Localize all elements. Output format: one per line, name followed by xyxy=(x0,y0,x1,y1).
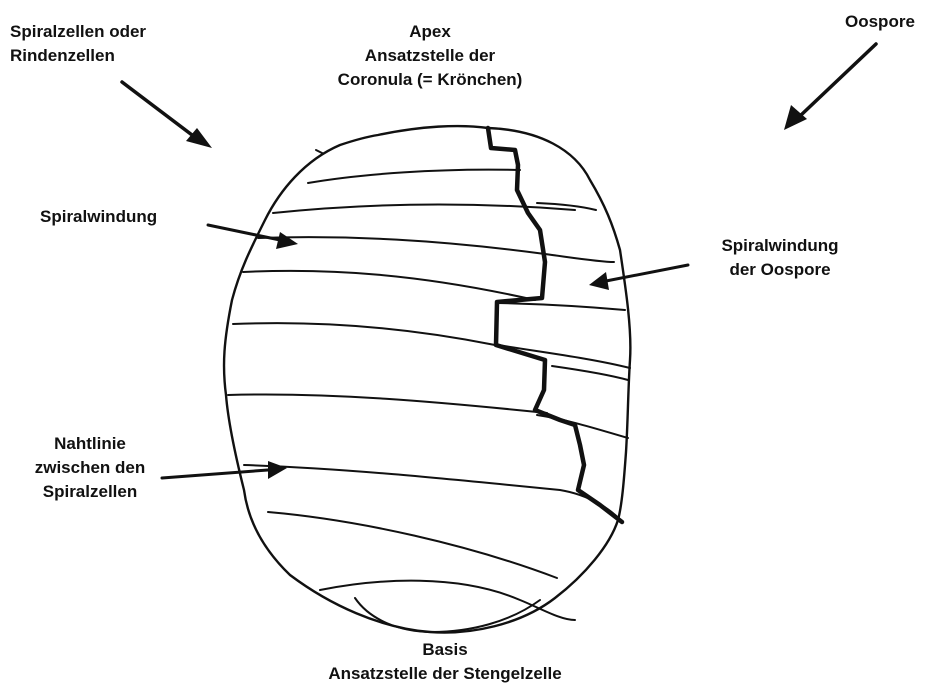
label-spiral-cells: Spiralzellen oder Rindenzellen xyxy=(10,20,146,68)
spiral-line-right-2 xyxy=(498,303,625,310)
basal-lobe xyxy=(355,598,540,632)
arrow-suture-line xyxy=(162,461,287,479)
spiral-line-5 xyxy=(233,323,495,345)
spiral-line-right-4 xyxy=(552,366,628,380)
spiral-line-7 xyxy=(244,465,622,522)
spiral-line-8 xyxy=(268,512,557,578)
spiral-line-right-3 xyxy=(498,345,630,368)
spiral-line-3 xyxy=(258,237,614,262)
apex-tick xyxy=(316,150,322,153)
label-oospore: Oospore xyxy=(845,10,915,34)
spiral-line-6 xyxy=(228,394,547,413)
spiral-line-1 xyxy=(308,170,520,183)
label-spiral-turn: Spiralwindung xyxy=(40,205,157,229)
arrow-spiral-turn-oospore xyxy=(589,265,688,290)
spiral-line-4 xyxy=(243,271,535,300)
label-apex: Apex Ansatzstelle der Coronula (= Krönch… xyxy=(290,20,570,92)
label-suture-line: Nahtlinie zwischen den Spiralzellen xyxy=(15,432,165,504)
oospore-outline xyxy=(224,126,630,632)
label-spiral-turn-oospore: Spiralwindung der Oospore xyxy=(680,234,880,282)
thick-suture-line xyxy=(488,128,622,522)
arrow-spiral-cells xyxy=(122,82,212,148)
label-base: Basis Ansatzstelle der Stengelzelle xyxy=(265,638,625,686)
arrow-oospore xyxy=(784,44,876,130)
